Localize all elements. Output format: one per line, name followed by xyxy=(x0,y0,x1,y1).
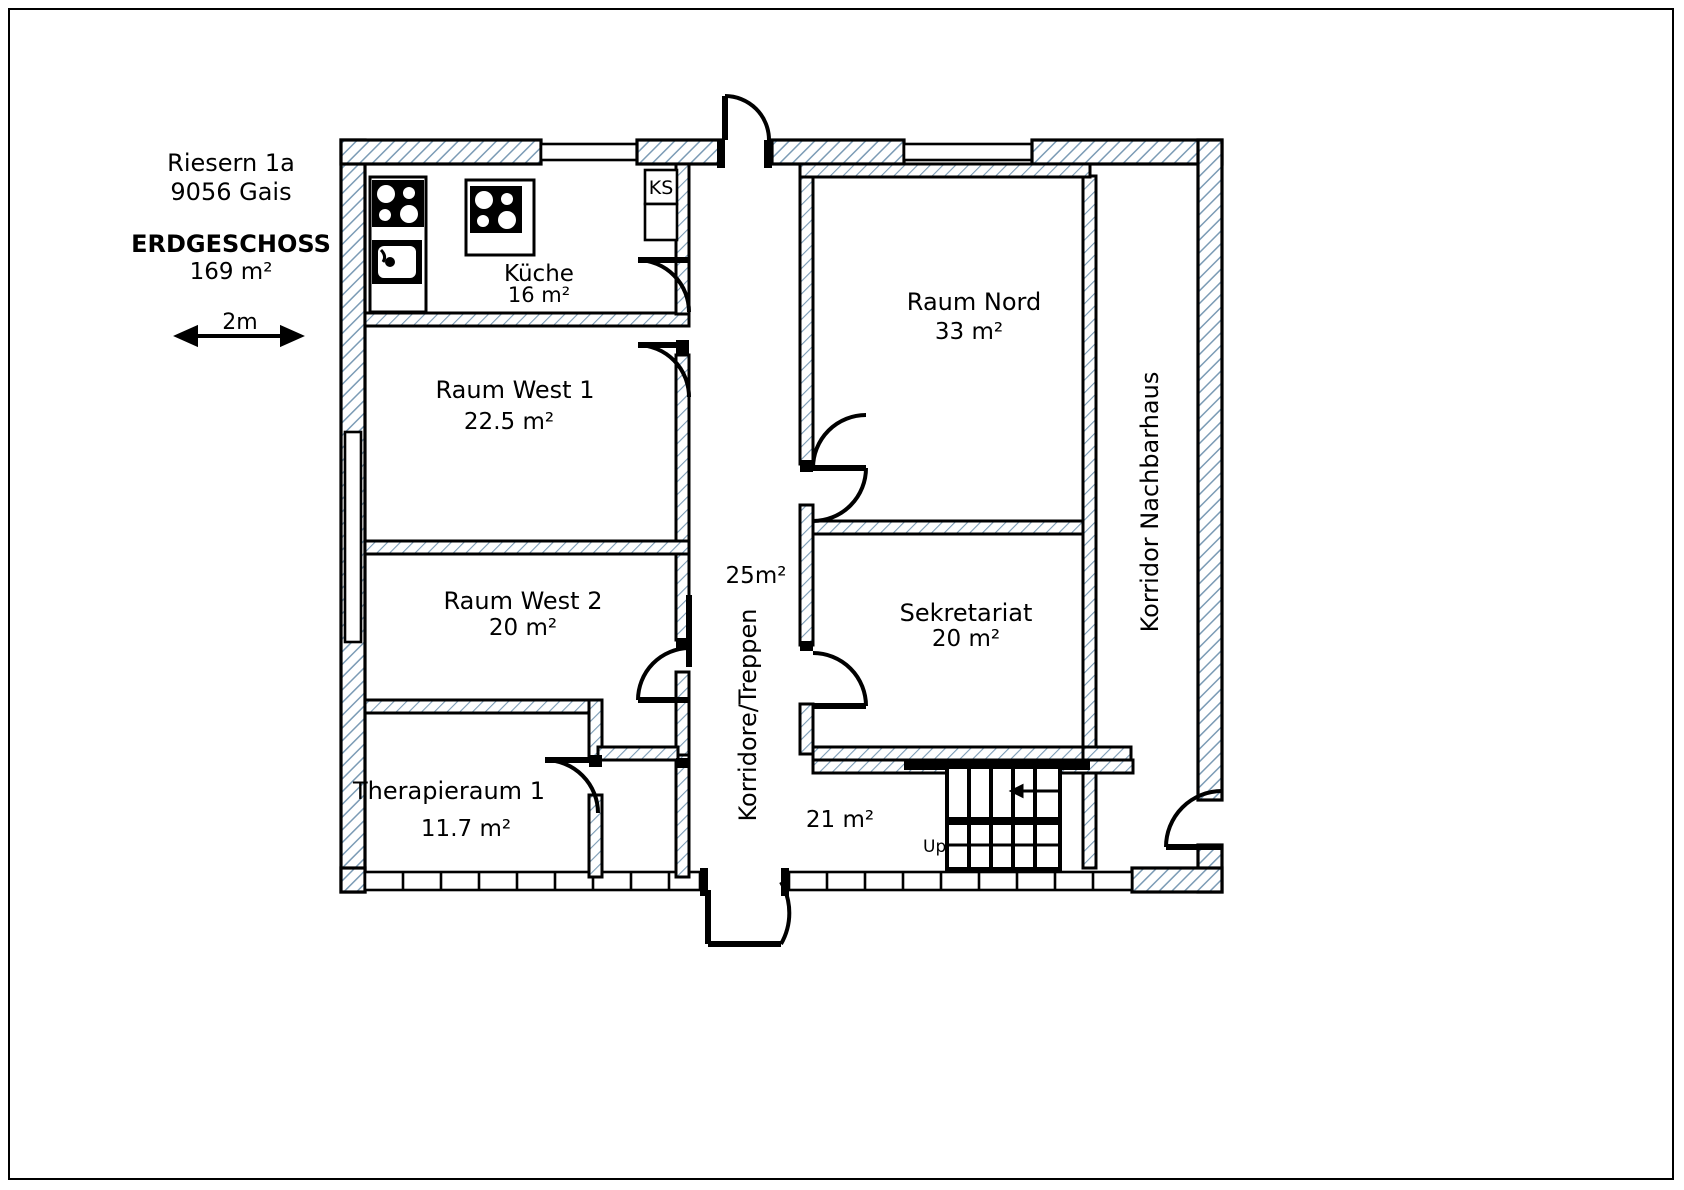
floor-area: 169 m² xyxy=(190,259,273,285)
room-area-raum-nord: 33 m² xyxy=(935,319,1003,345)
sink-icon xyxy=(372,240,422,284)
closet-ks xyxy=(643,168,679,242)
floor-label: ERDGESCHOSS xyxy=(131,230,331,258)
room-label-raum-nord: Raum Nord xyxy=(907,288,1041,316)
scale-bar-icon xyxy=(173,324,305,348)
scale-label: 2m xyxy=(222,310,257,335)
cooktop-icon-1 xyxy=(372,180,424,227)
room-area-korridore: 25m² xyxy=(726,563,787,589)
stairs-up-label: Up xyxy=(923,837,946,857)
room-label-kueche: Küche xyxy=(504,261,574,287)
room-area-kueche: 16 m² xyxy=(508,283,570,307)
cooktop-icon-2 xyxy=(470,186,522,233)
stairs-direction-arrow xyxy=(945,783,1059,847)
room-label-therapieraum-1: Therapieraum 1 xyxy=(352,777,545,805)
room-area-therapieraum-1: 11.7 m² xyxy=(421,816,511,842)
address-line-2: 9056 Gais xyxy=(170,178,291,206)
address-line-1: Riesern 1a xyxy=(167,149,295,177)
exterior-walls xyxy=(339,138,1224,894)
room-label-raum-west-1: Raum West 1 xyxy=(436,376,595,404)
room-label-sekretariat: Sekretariat xyxy=(900,599,1033,627)
room-label-korridor-nachbarhaus: Korridor Nachbarhaus xyxy=(1136,372,1164,633)
page-border xyxy=(8,8,1674,1180)
room-area-raum-west-1: 22.5 m² xyxy=(464,409,554,435)
door-raum-nord xyxy=(812,465,868,523)
room-label-korridore: Korridore/Treppen xyxy=(734,609,762,822)
west-window xyxy=(343,430,363,644)
room-area-raum-west-2: 20 m² xyxy=(489,615,557,641)
room-area-sekretariat: 20 m² xyxy=(932,626,1000,652)
closet-ks-label: KS xyxy=(649,177,674,199)
staircase xyxy=(945,765,1062,871)
room-area-korridor-sued: 21 m² xyxy=(806,807,874,833)
room-label-raum-west-2: Raum West 2 xyxy=(444,587,603,615)
bottom-window-band xyxy=(363,870,1134,892)
